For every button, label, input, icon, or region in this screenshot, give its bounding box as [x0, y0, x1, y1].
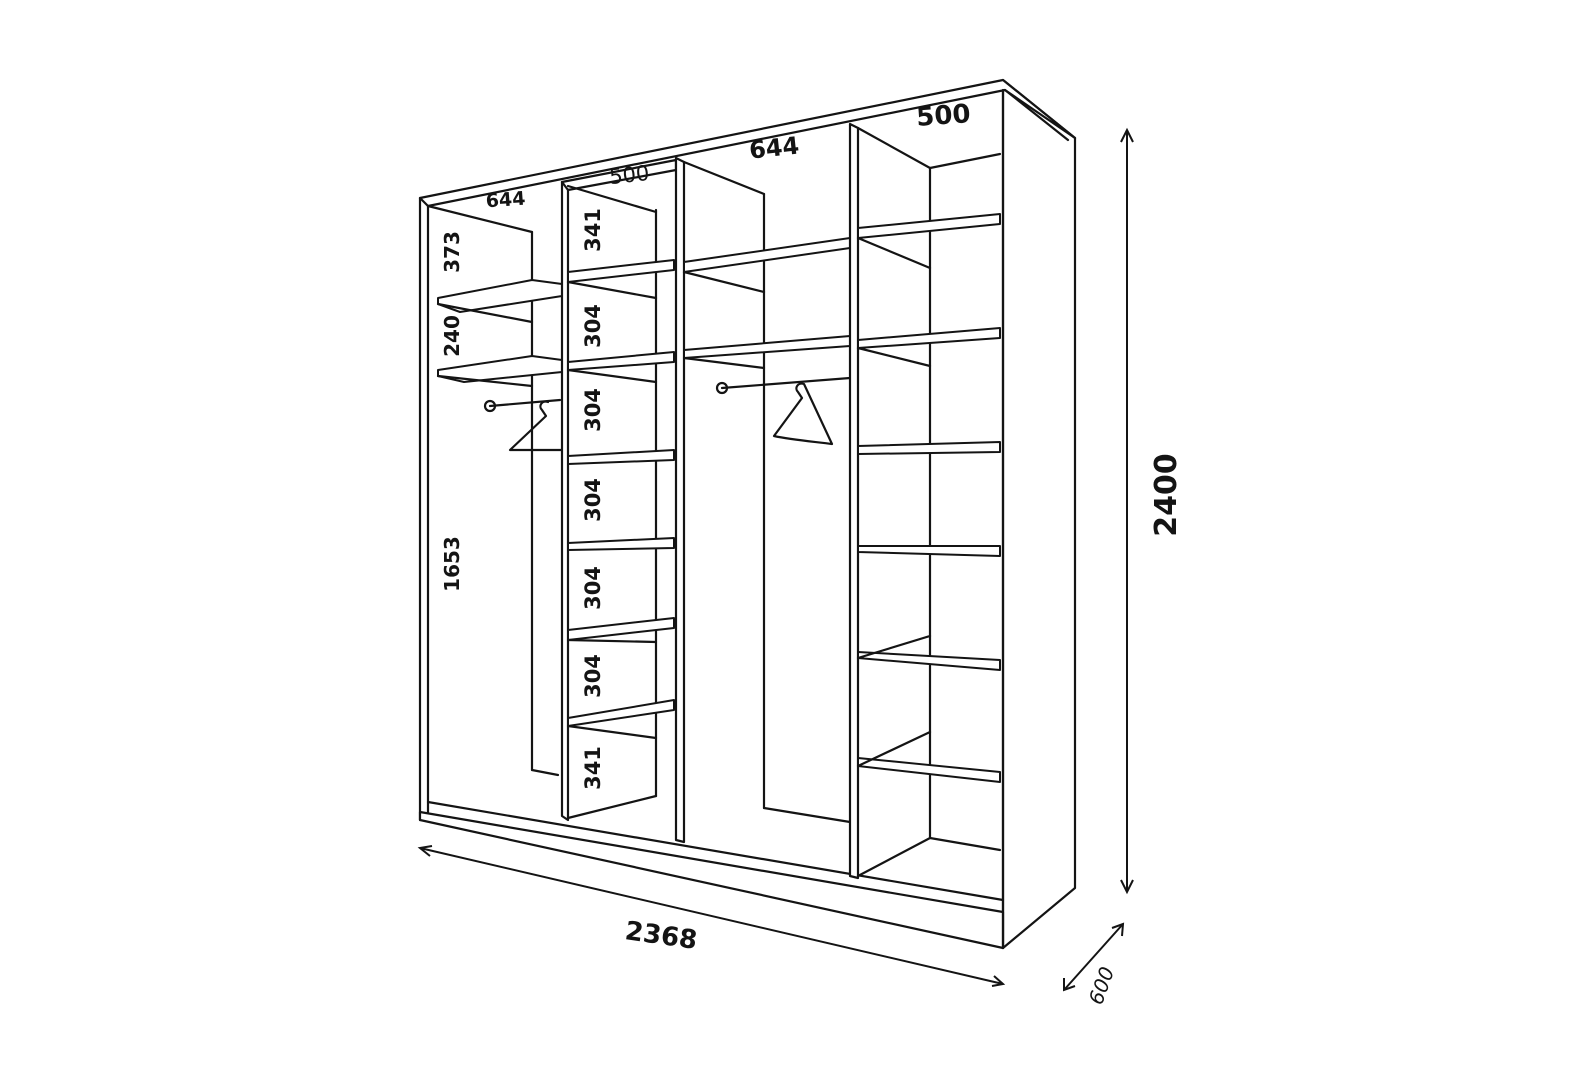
- section-2: [560, 158, 678, 822]
- shelf-height-label-3: 304: [581, 388, 605, 432]
- section-3: [674, 156, 852, 844]
- width-dimension-line: [419, 847, 1004, 985]
- section-2-width-label: 500: [608, 161, 650, 189]
- height-label: 2400: [1149, 453, 1184, 537]
- depth-label: 600: [1084, 964, 1120, 1008]
- left-hanging-height-label: 1653: [440, 536, 464, 592]
- section-4-width-label: 500: [915, 99, 971, 133]
- left-top-height-label: 373: [440, 231, 464, 273]
- top-panel: [418, 78, 1077, 208]
- divider-3-left: [674, 156, 686, 844]
- bottom-plinth: [418, 810, 1005, 950]
- section-3-shelf-2: [683, 335, 851, 359]
- wardrobe-carcass: [418, 78, 1077, 950]
- section-3-shelf-1: [683, 237, 851, 273]
- dimension-labels: 2368 2400 600 644 500 644 500 373 240 16…: [440, 99, 1184, 1007]
- center-hanging-rail: [720, 376, 852, 390]
- shelf-height-label-5: 304: [581, 566, 605, 610]
- left-middle-height-label: 240: [440, 315, 464, 357]
- left-hanging-rail: [488, 398, 562, 408]
- shelf-height-label-7: 341: [581, 746, 605, 790]
- section-2-shelves: [566, 259, 675, 820]
- shelf-height-label-2: 304: [581, 304, 605, 348]
- dimension-lines: [417, 127, 1134, 992]
- section-4-shelves: [856, 213, 1002, 878]
- depth-dimension-line: [1063, 923, 1124, 991]
- divider-4-left: [848, 122, 860, 880]
- shelf-height-label-4: 304: [581, 478, 605, 522]
- left-section: [436, 230, 564, 777]
- right-side-panel: [1001, 78, 1077, 950]
- shelf-height-label-1: 341: [581, 208, 605, 252]
- section-3-width-label: 644: [748, 132, 801, 165]
- section-4: [848, 122, 1002, 880]
- left-hanger-icon: [508, 400, 564, 452]
- width-label: 2368: [623, 916, 699, 956]
- shelf-height-label-6: 304: [581, 654, 605, 698]
- center-hanger-icon: [772, 382, 834, 446]
- section-1-width-label: 644: [485, 188, 526, 213]
